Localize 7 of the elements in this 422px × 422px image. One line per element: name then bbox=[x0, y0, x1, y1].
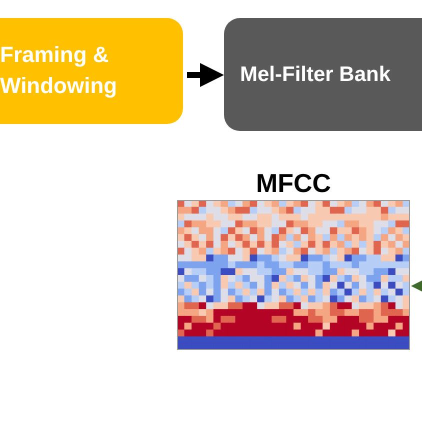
process-box bbox=[0, 18, 183, 124]
box-label: Mel-Filter Bank bbox=[240, 62, 391, 88]
chart-title: MFCC bbox=[256, 170, 332, 196]
arrow bbox=[411, 280, 422, 292]
arrow bbox=[187, 63, 224, 87]
process-box bbox=[224, 18, 422, 131]
box-label: Framing & Windowing bbox=[0, 41, 118, 100]
